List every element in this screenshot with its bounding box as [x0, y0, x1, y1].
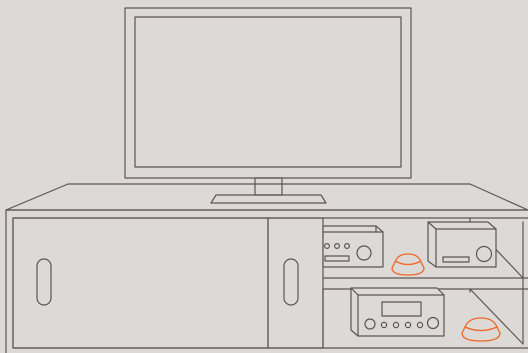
- television: [125, 8, 411, 203]
- door-handle-left: [37, 259, 51, 305]
- tv-stand-base: [211, 195, 326, 203]
- sliding-door-right: [268, 218, 323, 348]
- tv-neck: [255, 178, 282, 195]
- cd-receiver-lower: [351, 288, 444, 336]
- console-top: [6, 184, 528, 210]
- speaker-pod-lower-icon: [462, 318, 500, 341]
- media-console: [6, 184, 528, 353]
- av-receiver-upper: [323, 226, 383, 267]
- door-handle-right: [284, 259, 298, 305]
- tv-screen: [135, 17, 401, 167]
- tv-frame: [125, 8, 411, 178]
- speaker-pod-upper-icon: [392, 254, 424, 275]
- amplifier-upper: [428, 222, 496, 267]
